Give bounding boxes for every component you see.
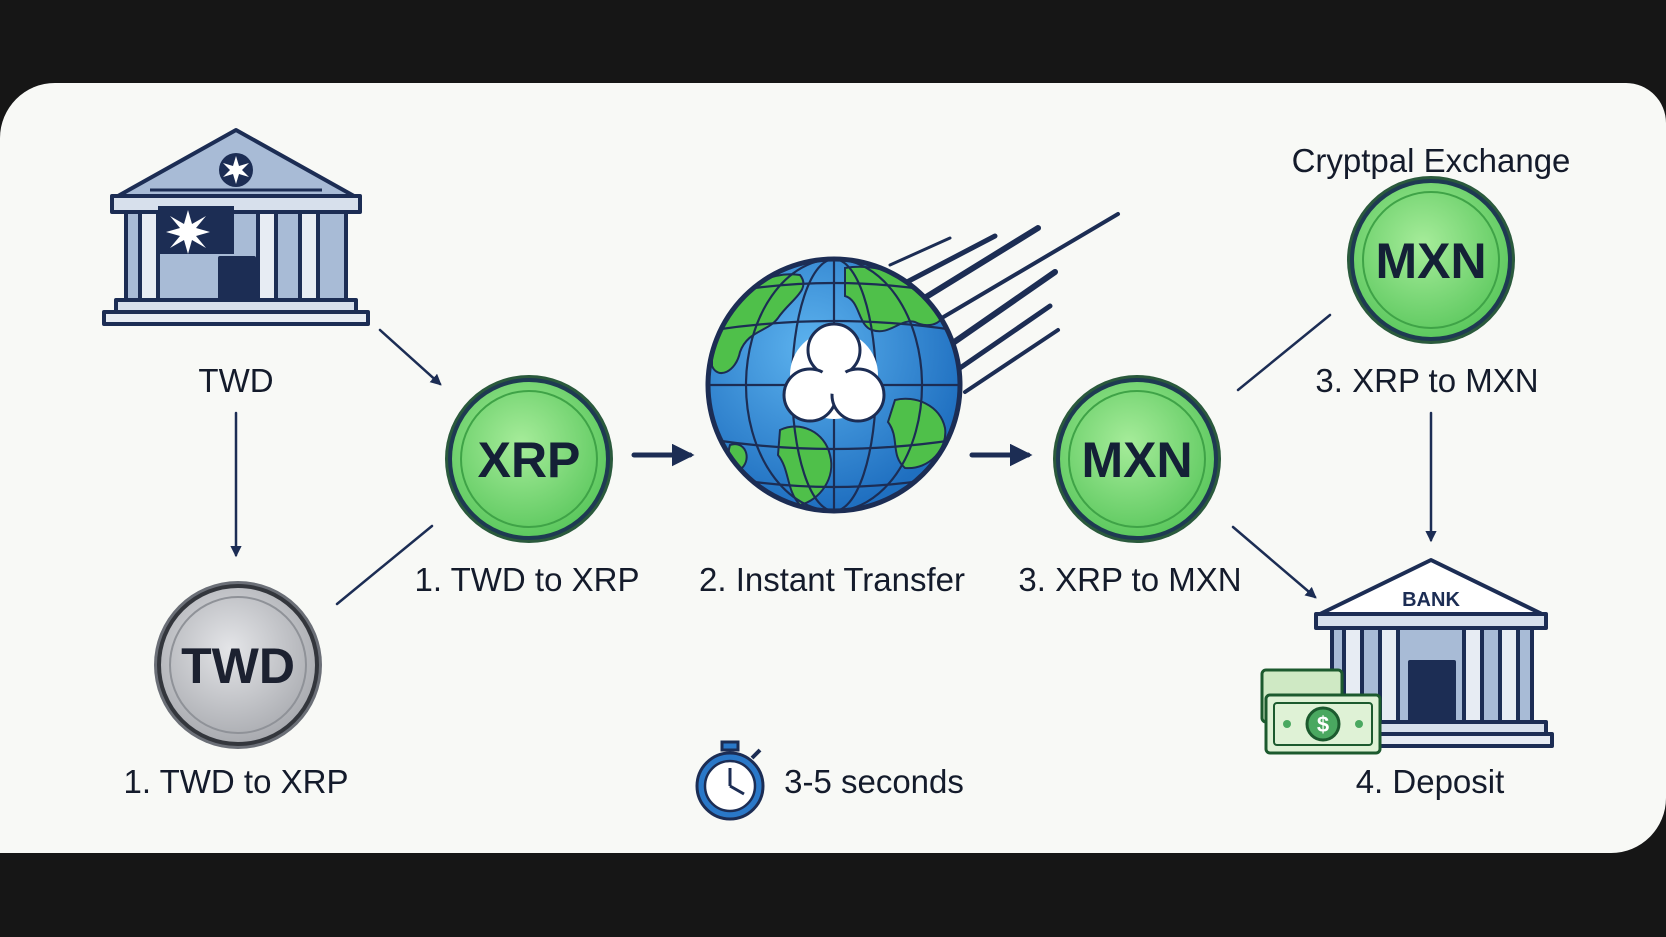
coin-xrp: XRP: [445, 375, 613, 543]
svg-text:$: $: [1317, 712, 1329, 737]
exchange-title: Cryptpal Exchange: [1291, 142, 1571, 179]
xrp-coin-label: 1. TWD to XRP: [414, 561, 640, 598]
destination-bank-icon: [1304, 558, 1554, 748]
origin-bank-icon: [102, 128, 370, 326]
taiwan-flag-icon: [158, 206, 234, 254]
ripple-logo-icon: [782, 322, 886, 423]
deposit-label: 4. Deposit: [1355, 763, 1505, 800]
globe-label: 2. Instant Transfer: [699, 561, 965, 598]
coin-mxn-text: MXN: [1081, 432, 1192, 488]
origin-bank-label: TWD: [198, 362, 274, 399]
coin-xrp-text: XRP: [478, 432, 581, 488]
line-twd-to-xrp: [335, 524, 434, 606]
twd-coin-label: 1. TWD to XRP: [123, 763, 349, 800]
timer-label: 3-5 seconds: [784, 763, 964, 800]
cash-bills-icon: $: [1260, 668, 1382, 755]
flag-star-icon: [219, 153, 253, 187]
coin-twd-text: TWD: [181, 638, 295, 694]
line-mxn-to-exchange: [1236, 313, 1332, 392]
stopwatch-icon: [695, 740, 765, 821]
arrow-mxn-to-bank: [1231, 525, 1317, 599]
diagram-card: TWD XRP MXN MXN: [0, 83, 1666, 853]
speed-lines: [888, 212, 1120, 394]
coin-exchange-mxn: MXN: [1347, 176, 1515, 344]
flow-diagram: TWD XRP MXN MXN: [102, 128, 1554, 821]
coin-twd: TWD: [154, 581, 322, 749]
mxn-coin-label: 3. XRP to MXN: [1018, 561, 1242, 598]
arrow-bank-to-xrp: [378, 328, 442, 386]
bank-sign: BANK: [1402, 589, 1460, 611]
connector-arrows: [230, 313, 1437, 606]
coin-exchange-text: MXN: [1375, 233, 1486, 289]
coin-mxn: MXN: [1053, 375, 1221, 543]
exchange-label: 3. XRP to MXN: [1315, 362, 1539, 399]
